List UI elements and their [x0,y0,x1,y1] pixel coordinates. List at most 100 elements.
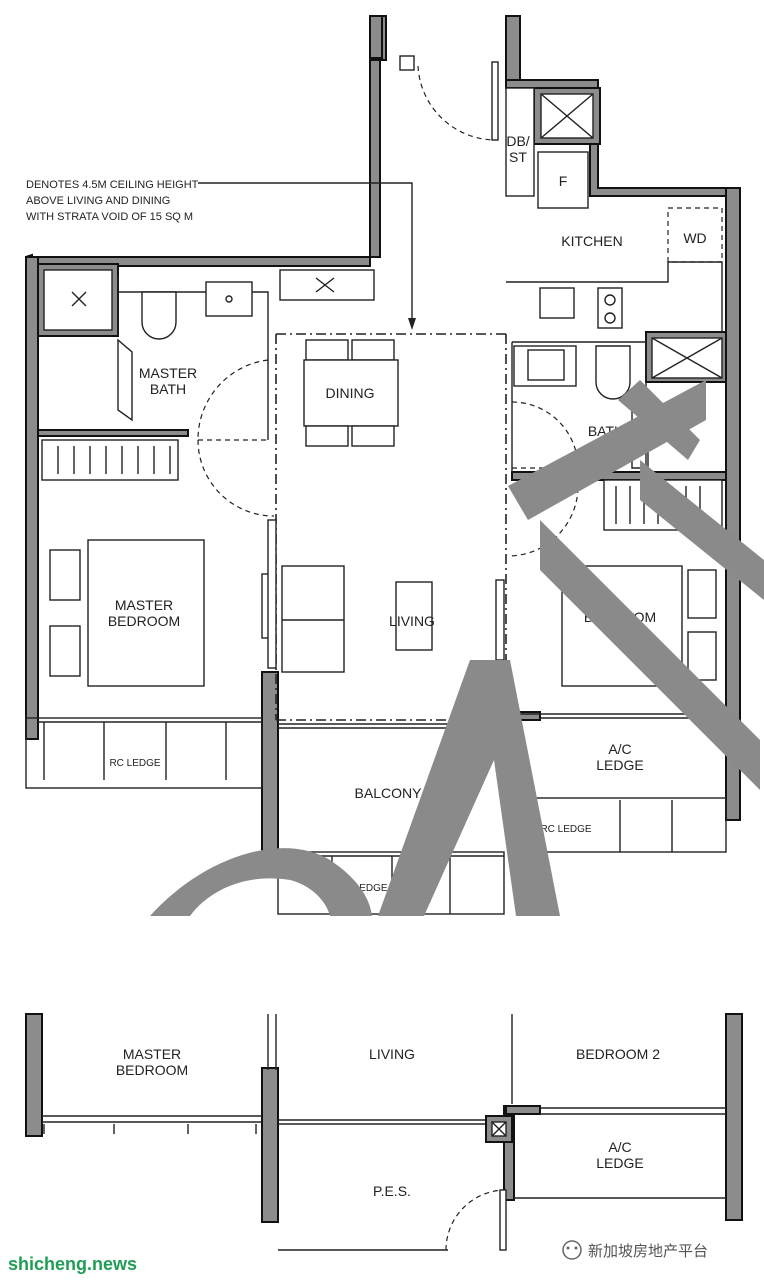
alt-bedroom2-window [540,1107,726,1115]
master-bath-drain [225,295,233,303]
alt-master-bedroom-label-2: BEDROOM [116,1062,188,1078]
living-sofa [281,565,345,673]
living-left-panel [267,519,277,669]
entry-post [399,55,415,71]
master-bath-label-1: MASTER [139,365,197,381]
alt-pes-label: P.E.S. [373,1183,411,1199]
wechat-icon-eye-2 [574,1246,578,1250]
fridge [537,151,589,209]
dining-chair-4 [351,425,395,447]
wechat-icon [562,1240,582,1260]
bedroom2-pillow-2 [687,631,717,681]
entry-door [399,55,499,141]
kitchen-hob [597,287,623,329]
ac-ledge-label-2: LEDGE [596,757,643,773]
draft-letter-r [540,520,760,790]
alt-pes-gate [499,1189,507,1251]
master-bath-sink [205,281,253,317]
alt-wall-ledge-top [505,1105,541,1115]
draft-letter-t2 [640,460,764,600]
alt-bedroom2-label: BEDROOM 2 [576,1046,660,1062]
shaft-top-x [315,277,335,293]
hob-burner-1 [604,294,616,306]
channel-watermark-text: 新加坡房地产平台 [588,1242,708,1260]
alt-bottom-lines [278,1197,726,1251]
alt-living-label: LIVING [369,1046,415,1062]
alternate-plan: MASTER BEDROOM LIVING BEDROOM 2 A/C LEDG… [25,1013,743,1251]
alt-living-sliding-door [278,1119,486,1125]
wall-entry-left [369,15,383,59]
entry-door-swing [417,65,495,141]
kitchen-label: KITCHEN [561,233,622,249]
master-bedroom-door-swing [197,439,275,517]
ceiling-note-line2: ABOVE LIVING AND DINING [26,195,170,207]
db-st-label-1: DB/ [506,133,529,149]
bath2-toilet [595,345,631,400]
dining-label: DINING [326,385,375,401]
ceiling-note-line3: WITH STRATA VOID OF 15 SQ M [26,211,193,223]
draft-stamp [150,380,764,916]
bedroom2-pillow-1 [687,569,717,619]
balcony-label: BALCONY [355,785,423,801]
strata-void-outline [275,333,507,721]
rc-ledge-left-label: RC LEDGE [109,758,160,769]
shaft-master-x [71,291,87,307]
master-bath-door-swing [197,359,269,441]
bath2-sink [527,349,565,381]
living-label: LIVING [389,613,435,629]
entry-door-leaf [491,61,499,141]
washer-dryer-label: WD [683,230,706,246]
ac-ledge-label-1: A/C [608,741,631,757]
alt-partitions [267,1014,513,1104]
living-right-slider [495,579,505,661]
alt-wall-center [261,1067,279,1223]
fridge-label: F [559,173,568,189]
alt-wall-right [725,1013,743,1221]
rc-ledge-right-label: RC LEDGE [540,824,591,835]
channel-watermark: 新加坡房地产平台 [562,1240,708,1260]
rc-ledge-right-rail [619,800,673,852]
db-st-cabinet [505,87,535,197]
shaft-bath2-x [651,337,723,379]
master-pillow-1 [49,549,81,601]
wechat-icon-eye-1 [566,1246,570,1250]
bedroom2-door-swing [507,487,579,557]
dining-chair-2 [351,339,395,361]
rc-ledge-bottom-label: RC LEDGE [336,883,387,894]
master-bedroom-label-2: BEDROOM [108,613,180,629]
alt-ac-ledge-label-2: LEDGE [596,1155,643,1171]
ceiling-note-arrow [408,318,416,330]
db-st-label-2: ST [509,149,527,165]
wall-entry-right [505,15,521,89]
wall-master-bath [37,429,189,437]
master-bath-toilet [141,291,177,340]
master-bath-label-2: BATH [150,381,186,397]
alt-wall-left [25,1013,43,1137]
alt-column-box-frame [485,1115,513,1143]
master-wardrobe-hangers [57,446,171,474]
ceiling-note-line1: DENOTES 4.5M CEILING HEIGHT [26,179,199,191]
alt-master-bedroom-label-1: MASTER [123,1046,181,1062]
draft-letter-t [618,380,700,460]
draft-letter-d [150,848,372,916]
hob-burner-2 [604,312,616,324]
wall-right [725,187,741,821]
kitchen-counter [506,261,723,332]
wall-left [25,256,39,740]
master-pillow-2 [49,625,81,677]
rc-ledge-left-outline [25,717,263,789]
master-wardrobe [41,439,179,481]
draft-letter-a [378,660,560,916]
dining-chair-1 [305,339,349,361]
living-coffee-table [395,581,433,651]
ceiling-note-leader [198,182,413,326]
master-bed [87,539,205,687]
alt-column-box-x [491,1121,507,1137]
shaft-top [279,269,375,301]
site-watermark: shicheng.news [8,1254,137,1274]
alt-pes-door-swing [445,1189,505,1251]
kitchen-sink [539,287,575,319]
site-watermark-text: shicheng.news [8,1254,137,1274]
master-bath-shower-door [117,338,133,422]
